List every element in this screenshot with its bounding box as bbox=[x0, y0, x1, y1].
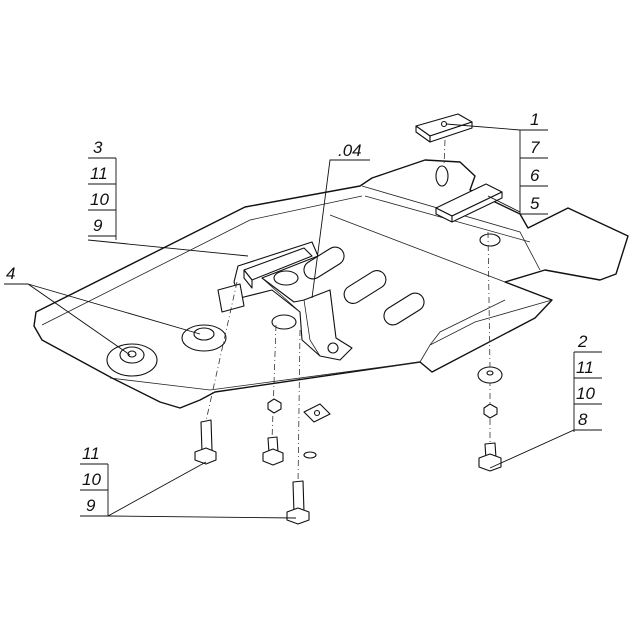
nut bbox=[267, 398, 282, 414]
bolt bbox=[194, 419, 217, 465]
callout-leader-top-left bbox=[87, 239, 249, 257]
callout-label: 9 bbox=[86, 496, 96, 515]
callout-label: 10 bbox=[90, 190, 109, 209]
washer bbox=[477, 366, 503, 384]
plate-slot bbox=[303, 246, 345, 280]
plate-slot bbox=[479, 233, 501, 247]
callout-label: 11 bbox=[82, 444, 100, 463]
center-bracket-edge bbox=[261, 277, 321, 357]
callout-leader-top-right-2 bbox=[487, 195, 521, 213]
main-plate bbox=[33, 159, 629, 409]
plate-side-slope bbox=[429, 299, 506, 346]
bushing-center bbox=[181, 324, 227, 352]
callout-label: 1 bbox=[530, 110, 539, 129]
plate-slot bbox=[435, 165, 449, 187]
nut bbox=[483, 403, 498, 419]
plate-rear-flange bbox=[109, 361, 421, 391]
callout-shelf bbox=[519, 130, 548, 215]
spring-washer bbox=[303, 451, 317, 459]
spacer-plate-1 bbox=[415, 113, 473, 143]
callout-label: 8 bbox=[578, 410, 588, 429]
callout-label: 7 bbox=[530, 138, 540, 157]
bolt bbox=[478, 442, 502, 472]
callout-label: 11 bbox=[576, 358, 594, 377]
spacer-plate-5 bbox=[435, 183, 503, 223]
axis-line bbox=[487, 231, 491, 369]
callout-label: 2 bbox=[577, 332, 588, 351]
bolt bbox=[262, 436, 284, 466]
bracket-nut bbox=[327, 342, 339, 354]
axis-line bbox=[297, 329, 301, 487]
plate-slot bbox=[273, 270, 299, 286]
square-washer bbox=[303, 403, 331, 423]
callout-label: 10 bbox=[82, 470, 101, 489]
callout-label: 9 bbox=[93, 216, 103, 235]
plate-bend-line-lower bbox=[329, 214, 506, 283]
plate-slot bbox=[343, 270, 387, 304]
axis-line bbox=[443, 139, 446, 167]
callout-label: 10 bbox=[576, 384, 595, 403]
callout-label: 6 bbox=[530, 166, 540, 185]
callout-shelf bbox=[573, 351, 602, 432]
side-bracket bbox=[217, 283, 245, 313]
bushing-left bbox=[106, 343, 158, 377]
plate-bend-line-upper bbox=[361, 185, 541, 271]
callout-leader-right bbox=[489, 429, 602, 469]
plate-slot bbox=[271, 314, 297, 330]
callout-shelf bbox=[88, 157, 117, 240]
plate-front-slope bbox=[419, 299, 553, 363]
callout-shelf bbox=[80, 463, 109, 517]
spacer-block-3-side bbox=[243, 269, 253, 289]
bolt bbox=[286, 480, 310, 525]
plate-slot bbox=[383, 292, 425, 326]
callout-label-4: 4 bbox=[6, 264, 15, 283]
callout-leader-4 bbox=[4, 283, 201, 356]
axis-line bbox=[271, 324, 277, 441]
callout-label-04: .04 bbox=[338, 141, 362, 160]
callout-label: 11 bbox=[90, 164, 108, 183]
callout-leader-04 bbox=[311, 159, 370, 299]
callout-label: 5 bbox=[530, 194, 540, 213]
axis-line bbox=[203, 281, 238, 431]
callout-leader-bottom-left bbox=[107, 461, 297, 519]
plate-slots bbox=[271, 165, 501, 330]
callout-label: 3 bbox=[93, 138, 103, 157]
